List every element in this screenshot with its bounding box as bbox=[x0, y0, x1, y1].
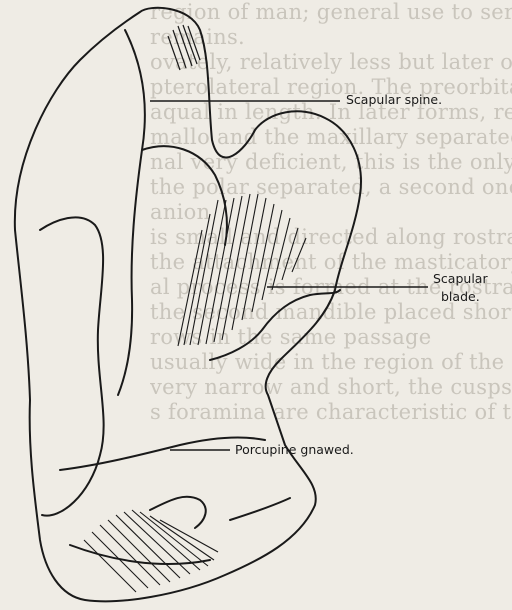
hatching-gnawed bbox=[84, 510, 218, 592]
label-scapular-blade-line1: Scapular bbox=[433, 272, 488, 286]
hatching-blade bbox=[178, 194, 306, 346]
label-scapular-blade-line2: blade. bbox=[441, 290, 480, 304]
label-scapular-spine: Scapular spine. bbox=[346, 93, 442, 107]
bone-outline bbox=[15, 8, 361, 601]
label-porcupine-gnawed: Porcupine gnawed. bbox=[235, 443, 354, 457]
hatching-spine bbox=[168, 25, 200, 70]
